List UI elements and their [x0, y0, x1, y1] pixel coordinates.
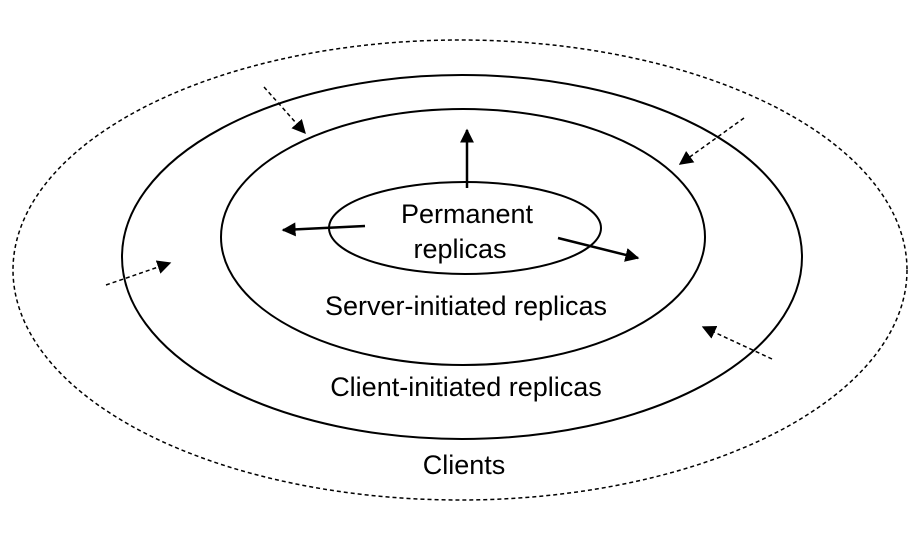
permanent-label-line2: replicas: [413, 234, 506, 264]
server-initiated-ring: [220, 108, 706, 366]
inward-arrow-bottom-right: [701, 325, 773, 360]
clients-label: Clients: [423, 450, 506, 480]
server-initiated-label: Server-initiated replicas: [325, 291, 607, 321]
client-initiated-label: Client-initiated replicas: [330, 372, 602, 402]
inward-arrow-top-left: [263, 86, 306, 135]
permanent-label-line1: Permanent: [401, 199, 534, 229]
clients-ring: [12, 39, 908, 501]
inward-arrow-left: [105, 260, 172, 286]
client-initiated-ring: [121, 74, 803, 440]
inward-arrow-top-right: [678, 117, 745, 165]
outward-arrow-right: [557, 236, 640, 262]
outward-arrow-left: [281, 222, 366, 237]
